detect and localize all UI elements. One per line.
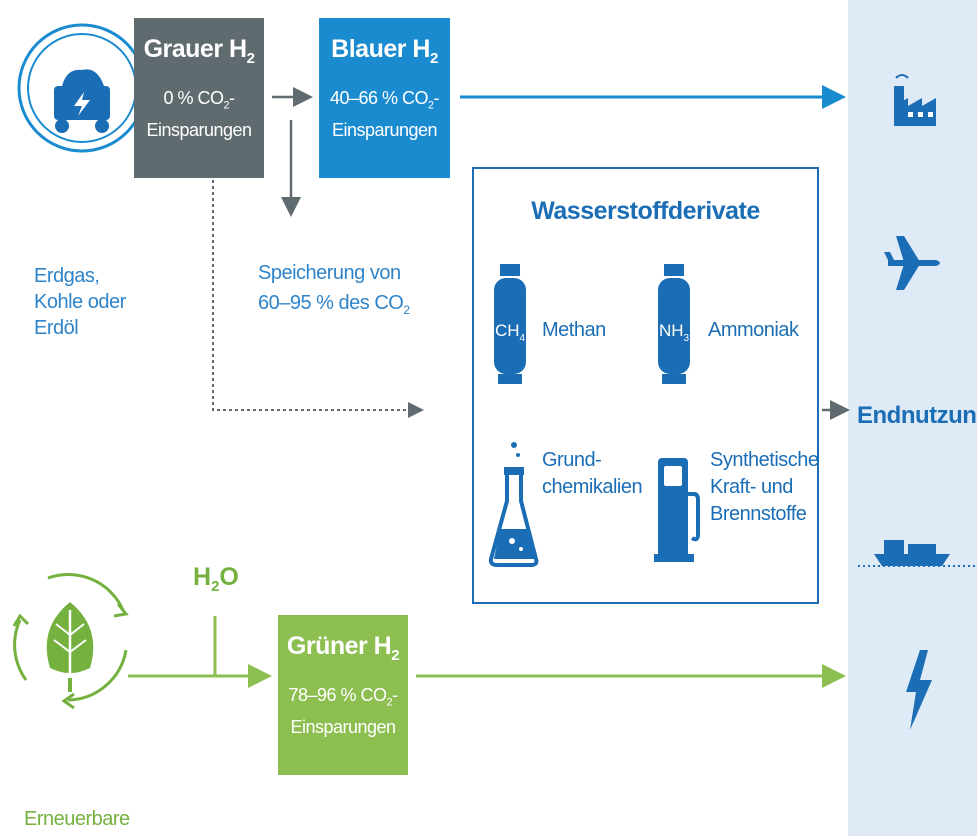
flask-icon xyxy=(488,442,539,567)
fossil-source-label: Erdgas, Kohle oder Erdöl xyxy=(34,265,126,339)
end-use-label: Endnutzung xyxy=(857,402,977,429)
green-hydrogen-box: Grüner H2 78–96 % CO2- Einsparungen xyxy=(278,615,408,775)
end-use-panel xyxy=(848,0,977,836)
svg-text:NH3: NH3 xyxy=(659,321,690,344)
fuel-pump-icon xyxy=(654,458,700,562)
gas-bottle-icon: NH3 xyxy=(658,264,690,384)
derivates-title: Wasserstoffderivate xyxy=(531,197,760,225)
co2-storage-label: Speicherung von 60–95 % des CO2 xyxy=(258,262,410,317)
methane-label: Methan xyxy=(542,319,606,341)
svg-text:CH4: CH4 xyxy=(495,321,526,344)
ammonia-label: Ammoniak xyxy=(708,319,799,341)
fuels-label: Synthetische Kraft- und Brennstoffe xyxy=(710,449,819,525)
arrow-grey-to-derivates xyxy=(212,180,424,418)
coal-cart-icon xyxy=(17,23,147,153)
airplane-icon xyxy=(884,236,940,290)
chemicals-label: Grund- chemikalien xyxy=(542,449,643,498)
leaf-cycle-icon xyxy=(12,573,129,710)
hydrogen-derivates-panel: Wasserstoffderivate CH4 Methan NH3 Ammon… xyxy=(472,167,819,604)
water-input-label: H2O xyxy=(193,563,239,595)
gas-bottle-icon: CH4 xyxy=(494,264,526,384)
factory-icon xyxy=(894,74,936,126)
lightning-icon xyxy=(906,650,932,730)
grey-hydrogen-box: Grauer H2 0 % CO2- Einsparungen xyxy=(134,18,264,178)
blue-hydrogen-box: Blauer H2 40–66 % CO2- Einsparungen xyxy=(319,18,450,178)
renewable-source-label: Erneuerbare xyxy=(24,808,130,830)
ship-icon xyxy=(858,540,977,567)
